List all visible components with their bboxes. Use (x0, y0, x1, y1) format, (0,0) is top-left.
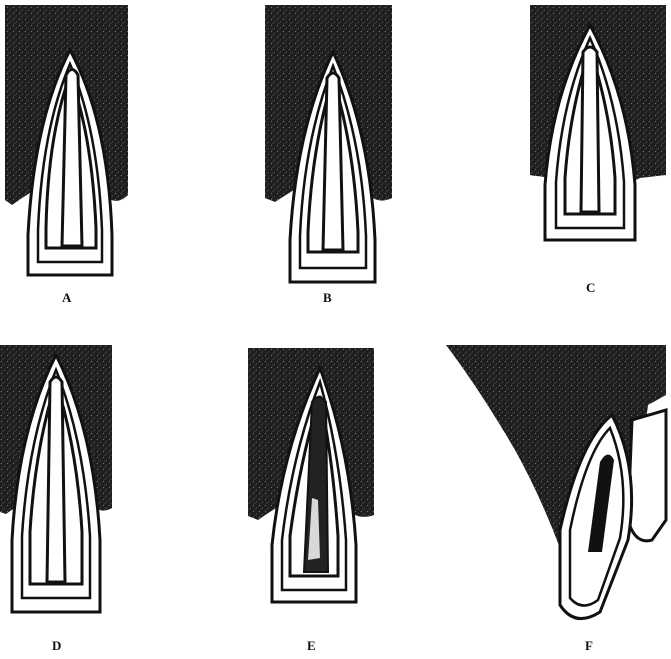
panel-c: C (530, 5, 666, 295)
pulp-canal (581, 47, 599, 212)
panel-e: E (248, 348, 374, 653)
pulp-canal (323, 73, 343, 250)
panel-d: D (0, 345, 112, 653)
adjacent-crown (628, 410, 666, 541)
pulp-canal (62, 70, 82, 247)
panel-label-b: B (323, 290, 332, 305)
panel-label-c: C (586, 280, 595, 295)
panel-label-e: E (307, 638, 316, 653)
panel-label-d: D (52, 638, 61, 653)
panel-a: A (5, 5, 128, 305)
panel-b: B (265, 5, 392, 305)
pulp-canal (47, 377, 65, 582)
panel-label-a: A (62, 290, 72, 305)
panel-f: F (446, 345, 666, 653)
panel-label-f: F (585, 638, 593, 653)
